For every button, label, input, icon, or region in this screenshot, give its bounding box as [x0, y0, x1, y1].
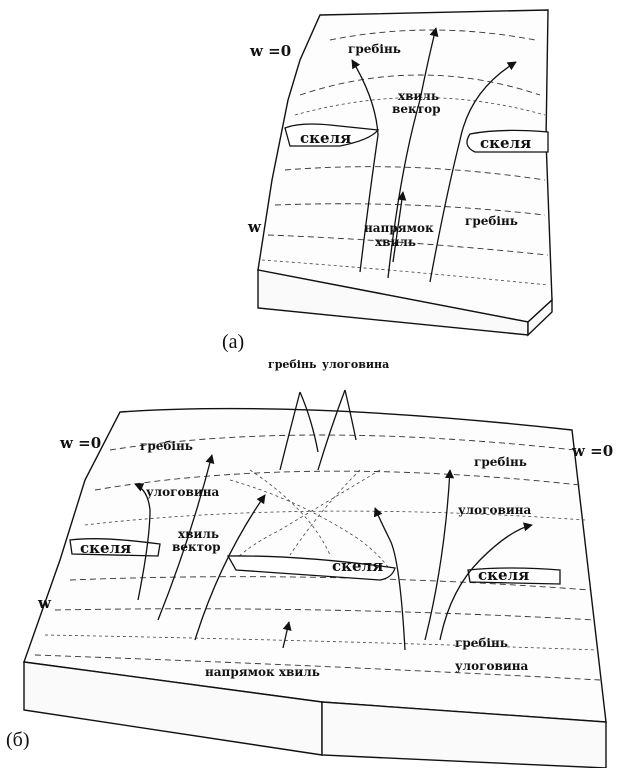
diagram-b-ray-direction	[282, 621, 292, 649]
diagram-a-label-wave-vector-line2: вектор	[392, 102, 440, 116]
diagram-a-label-w0: w =0	[249, 42, 291, 60]
diagram-b-cliff-center-shape	[226, 555, 396, 581]
diagram-a-crest-line-7	[261, 259, 549, 286]
diagram-b-label-wave-vector-line2: вектор	[172, 540, 220, 554]
diagram-b-pointer-crest-2	[299, 391, 319, 453]
diagram-a-crest-line-2	[299, 74, 541, 96]
diagram-b-mesh-3	[249, 469, 331, 556]
diagram-b: гребінь улоговина w =0 w =0 w гребінь ул…	[23, 358, 613, 768]
diagram-b-crest-line-4	[69, 576, 591, 591]
diagram-b-label-crest-left: гребінь	[140, 439, 193, 453]
diagram-b-caption: (б)	[6, 729, 30, 751]
diagram-a-cliff-right-shape	[466, 129, 549, 153]
diagram-b-mesh-4	[289, 469, 361, 556]
diagram-b-crest-line-5	[54, 608, 596, 621]
diagram-a-label-wave-vector-line1: хвиль	[398, 89, 439, 103]
diagram-b-right-face	[321, 701, 607, 768]
diagram-a-label-wave-direction-line1: напрямок	[364, 221, 434, 235]
diagram-a-ray-right	[429, 61, 517, 283]
diagram-b-ray-1	[134, 483, 151, 601]
diagram-b-label-cliff-center: скеля	[332, 557, 383, 575]
diagram-a-label-w: w	[247, 218, 262, 236]
diagram-a-label-wave-direction-line2: хвиль	[375, 235, 416, 249]
diagram-b-label-trough-right-bottom: улоговина	[455, 659, 529, 673]
diagram-b-label-crest-right-top: гребінь	[474, 455, 527, 469]
diagram-b-crest-line-6	[44, 634, 599, 651]
diagram-b-mesh-2	[234, 469, 381, 561]
diagram-b-pointer-trough	[317, 389, 346, 471]
diagram-a-crest-line-5	[274, 203, 546, 216]
diagram-a-caption: (а)	[222, 331, 244, 353]
diagram-b-ray-2	[157, 454, 215, 621]
diagram-b-pointer-crest	[279, 391, 301, 471]
diagram-b-cliff-left-shape	[69, 538, 161, 557]
diagram-b-crest-line-2	[94, 470, 581, 491]
diagram-b-label-wave-vector: хвиль вектор	[172, 527, 223, 554]
diagram-b-crest-line-7	[34, 654, 601, 681]
diagram-a-crest-line-4	[284, 166, 546, 181]
diagram-a-label-cliff-left: скеля	[300, 129, 351, 147]
diagram-b-label-crest-right-bottom: гребінь	[455, 636, 508, 650]
diagram-b-ray-4	[373, 507, 406, 651]
diagram-b-label-cliff-left: скеля	[80, 539, 131, 557]
diagram-b-label-wave-vector-line1: хвиль	[178, 527, 219, 541]
diagram-b-crest-line-3	[84, 510, 586, 526]
diagram-b-label-cliff-right: скеля	[478, 566, 529, 584]
diagram-b-cliff-right-shape	[467, 567, 561, 585]
diagram-a: w =0 w гребінь хвиль вектор скеля скеля …	[247, 9, 553, 337]
diagram-a-right-face	[527, 298, 553, 337]
diagram-a-label-wave-vector: хвиль вектор	[392, 89, 443, 116]
diagram-b-label-top-crest: гребінь	[268, 358, 317, 371]
diagram-a-label-wave-direction: напрямок хвиль	[364, 221, 438, 249]
diagram-a-label-crest-top: гребінь	[348, 42, 401, 56]
diagram-b-ray-5	[424, 469, 455, 641]
diagram-b-crest-line-1	[109, 434, 576, 451]
diagram-b-ray-3	[194, 494, 266, 641]
diagram-b-label-top-trough: улоговина	[322, 358, 389, 371]
diagram-a-label-cliff-right: скеля	[480, 134, 531, 152]
diagram-b-ray-6	[439, 522, 533, 641]
diagram-a-label-crest-right: гребінь	[465, 214, 518, 228]
diagram-b-mesh-1	[229, 479, 391, 571]
diagram-b-label-trough-left: улоговина	[146, 485, 220, 499]
diagram-b-label-w: w	[37, 594, 52, 612]
diagram-a-ray-left	[351, 59, 379, 273]
diagram-b-label-trough-right: улоговина	[458, 503, 532, 517]
diagram-b-label-w0-right: w =0	[571, 442, 613, 460]
diagram-b-label-wave-direction: напрямок хвиль	[205, 665, 320, 679]
diagram-b-label-w0-left: w =0	[59, 434, 101, 452]
diagram-b-pointer-trough-2	[344, 389, 357, 441]
diagram-a-crest-line-6	[267, 234, 549, 256]
diagram-a-ray-center-lower	[392, 191, 407, 263]
diagram-a-ray-center	[387, 27, 439, 279]
